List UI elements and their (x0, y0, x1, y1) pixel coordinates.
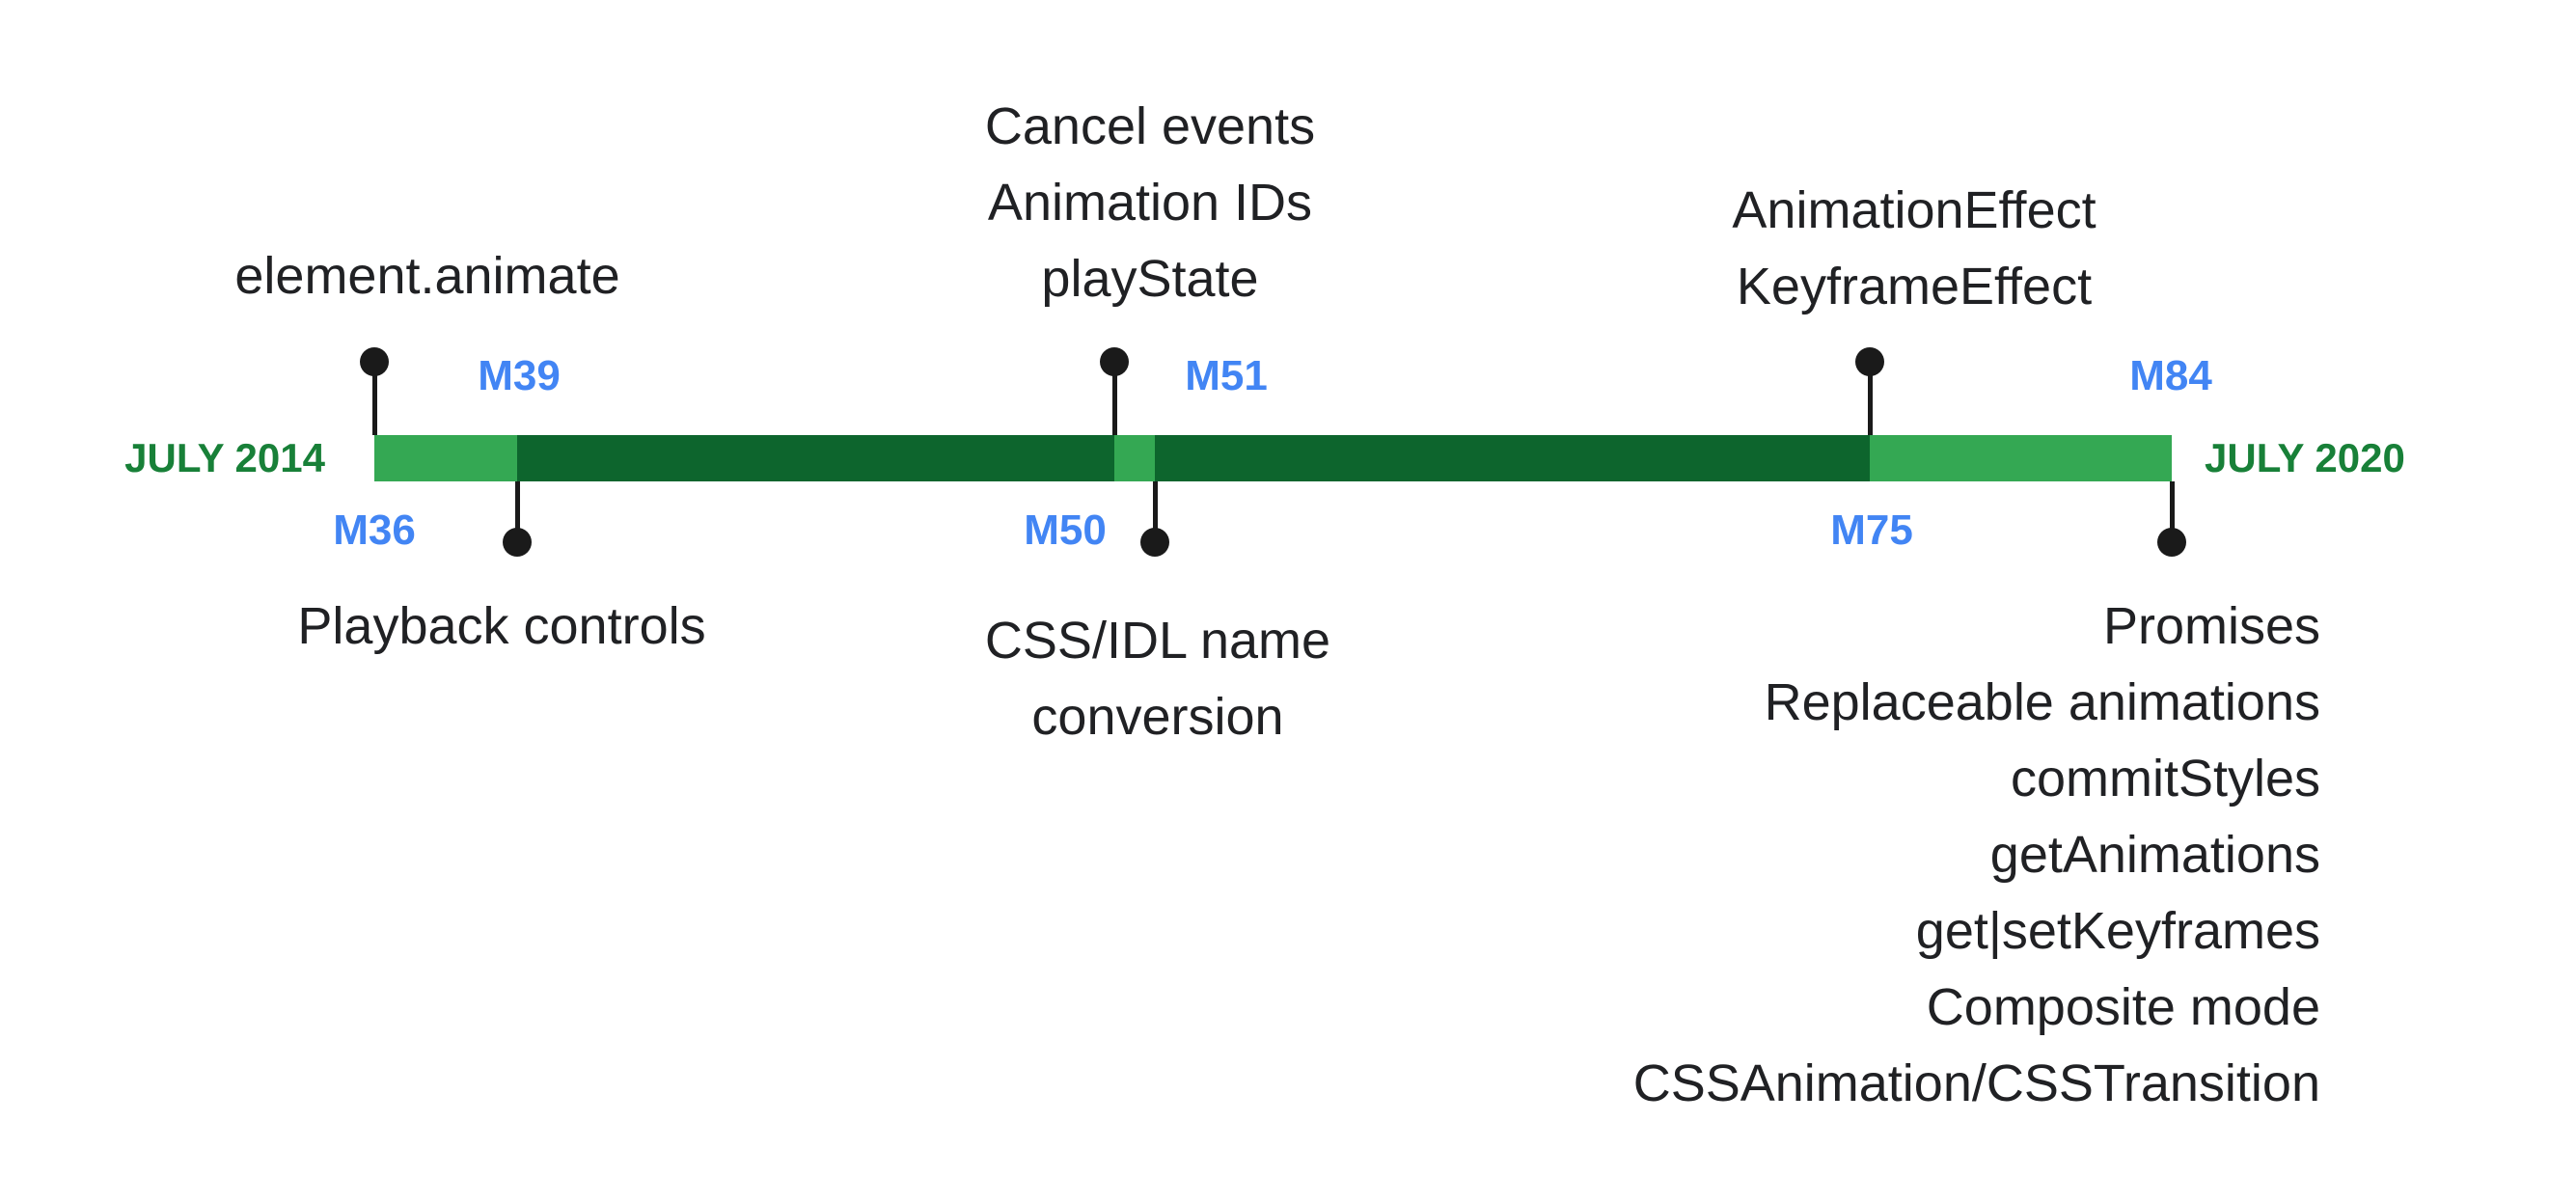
milestone-label-m75: M75 (1830, 506, 1913, 554)
connector-line-playback (515, 481, 520, 542)
connector-line-m50-block (1112, 362, 1117, 435)
event-line: element.animate (234, 247, 620, 305)
segment-m75-m84 (1870, 435, 2172, 481)
event-line: Cancel events (984, 97, 1316, 155)
milestone-dot-playback (503, 528, 532, 557)
event-label-playback-controls: Playback controls (297, 588, 705, 665)
segment-m50-m51 (1114, 435, 1155, 481)
milestone-dot-element-animate (360, 347, 389, 376)
event-line: conversion (1031, 688, 1284, 746)
milestone-label-m84: M84 (2129, 352, 2212, 399)
milestone-label-m36: M36 (333, 506, 416, 554)
event-label-m84-features: Promises Replaceable animations commitSt… (1633, 588, 2320, 1122)
event-label-element-animate: element.animate (234, 238, 619, 315)
milestone-dot-m75-block (1855, 347, 1884, 376)
event-line: getAnimations (1989, 826, 2320, 884)
event-line: get|setKeyframes (1915, 902, 2320, 960)
event-label-m75-block: AnimationEffect KeyframeEffect (1732, 173, 2096, 325)
segment-m39-m50 (517, 435, 1114, 481)
milestone-label-m50: M50 (1024, 506, 1107, 554)
event-line: Replaceable animations (1764, 673, 2320, 731)
milestone-dot-css-idl (1140, 528, 1169, 557)
event-label-css-idl: CSS/IDL name conversion (985, 603, 1330, 755)
event-line: Composite mode (1926, 978, 2320, 1036)
event-line: Animation IDs (987, 174, 1313, 232)
connector-line-element-animate (372, 362, 377, 435)
event-line: commitStyles (2010, 750, 2320, 807)
event-line: CSS/IDL name (984, 612, 1331, 670)
segment-m51-m75 (1155, 435, 1870, 481)
event-line: CSSAnimation/CSSTransition (1632, 1054, 2320, 1112)
segment-m36-m39 (374, 435, 517, 481)
event-line: playState (1041, 250, 1259, 308)
event-line: Playback controls (297, 597, 706, 655)
timeline-bar (374, 435, 2172, 481)
connector-line-m75-block (1868, 362, 1873, 435)
timeline-end-date: JULY 2020 (2205, 435, 2405, 480)
milestone-dot-m84-features (2157, 528, 2186, 557)
event-line: AnimationEffect (1732, 181, 2096, 239)
milestone-label-m39: M39 (478, 352, 561, 399)
milestone-label-m51: M51 (1185, 352, 1268, 399)
event-label-m50-block: Cancel events Animation IDs playState (985, 89, 1315, 317)
event-line: Promises (2102, 597, 2320, 655)
timeline-start-date: JULY 2014 (124, 435, 325, 480)
connector-line-m84-features (2170, 481, 2175, 542)
event-line: KeyframeEffect (1736, 258, 2093, 315)
milestone-dot-m50-block (1100, 347, 1129, 376)
connector-line-css-idl (1153, 481, 1158, 542)
